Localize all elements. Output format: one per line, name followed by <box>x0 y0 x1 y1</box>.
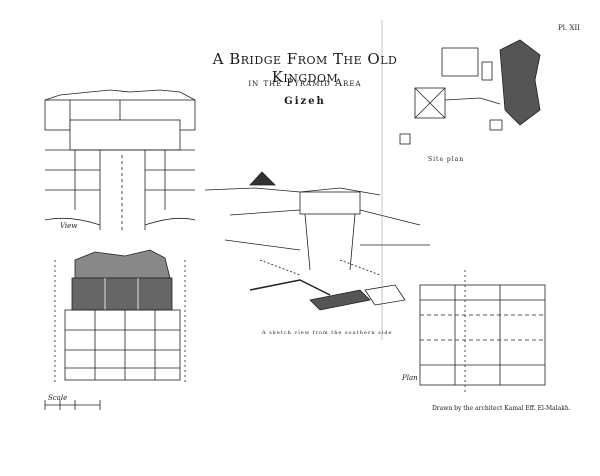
sketch-caption: A sketch view from the southern side <box>262 330 393 336</box>
plate-number: Pl. XII <box>558 24 580 32</box>
site-plan-drawing <box>399 39 541 145</box>
elevation-drawing <box>44 89 196 230</box>
plan-drawing <box>419 270 546 395</box>
site-plan-label: Site plan <box>428 156 465 163</box>
plate-place: Gizeh <box>284 96 326 107</box>
sketch-view <box>204 20 430 340</box>
view-label: View <box>60 222 78 230</box>
credit-line: Drawn by the architect Kamal Eff. El-Mal… <box>432 405 571 412</box>
plate-title: A Bridge From The Old Kingdom <box>212 50 398 86</box>
plan-label: Plan <box>402 374 418 382</box>
section-drawing <box>54 249 186 385</box>
scale-label: Scale <box>48 394 68 402</box>
plate-subtitle: in the Pyramid Area <box>248 78 362 89</box>
scale-bar <box>44 400 101 410</box>
